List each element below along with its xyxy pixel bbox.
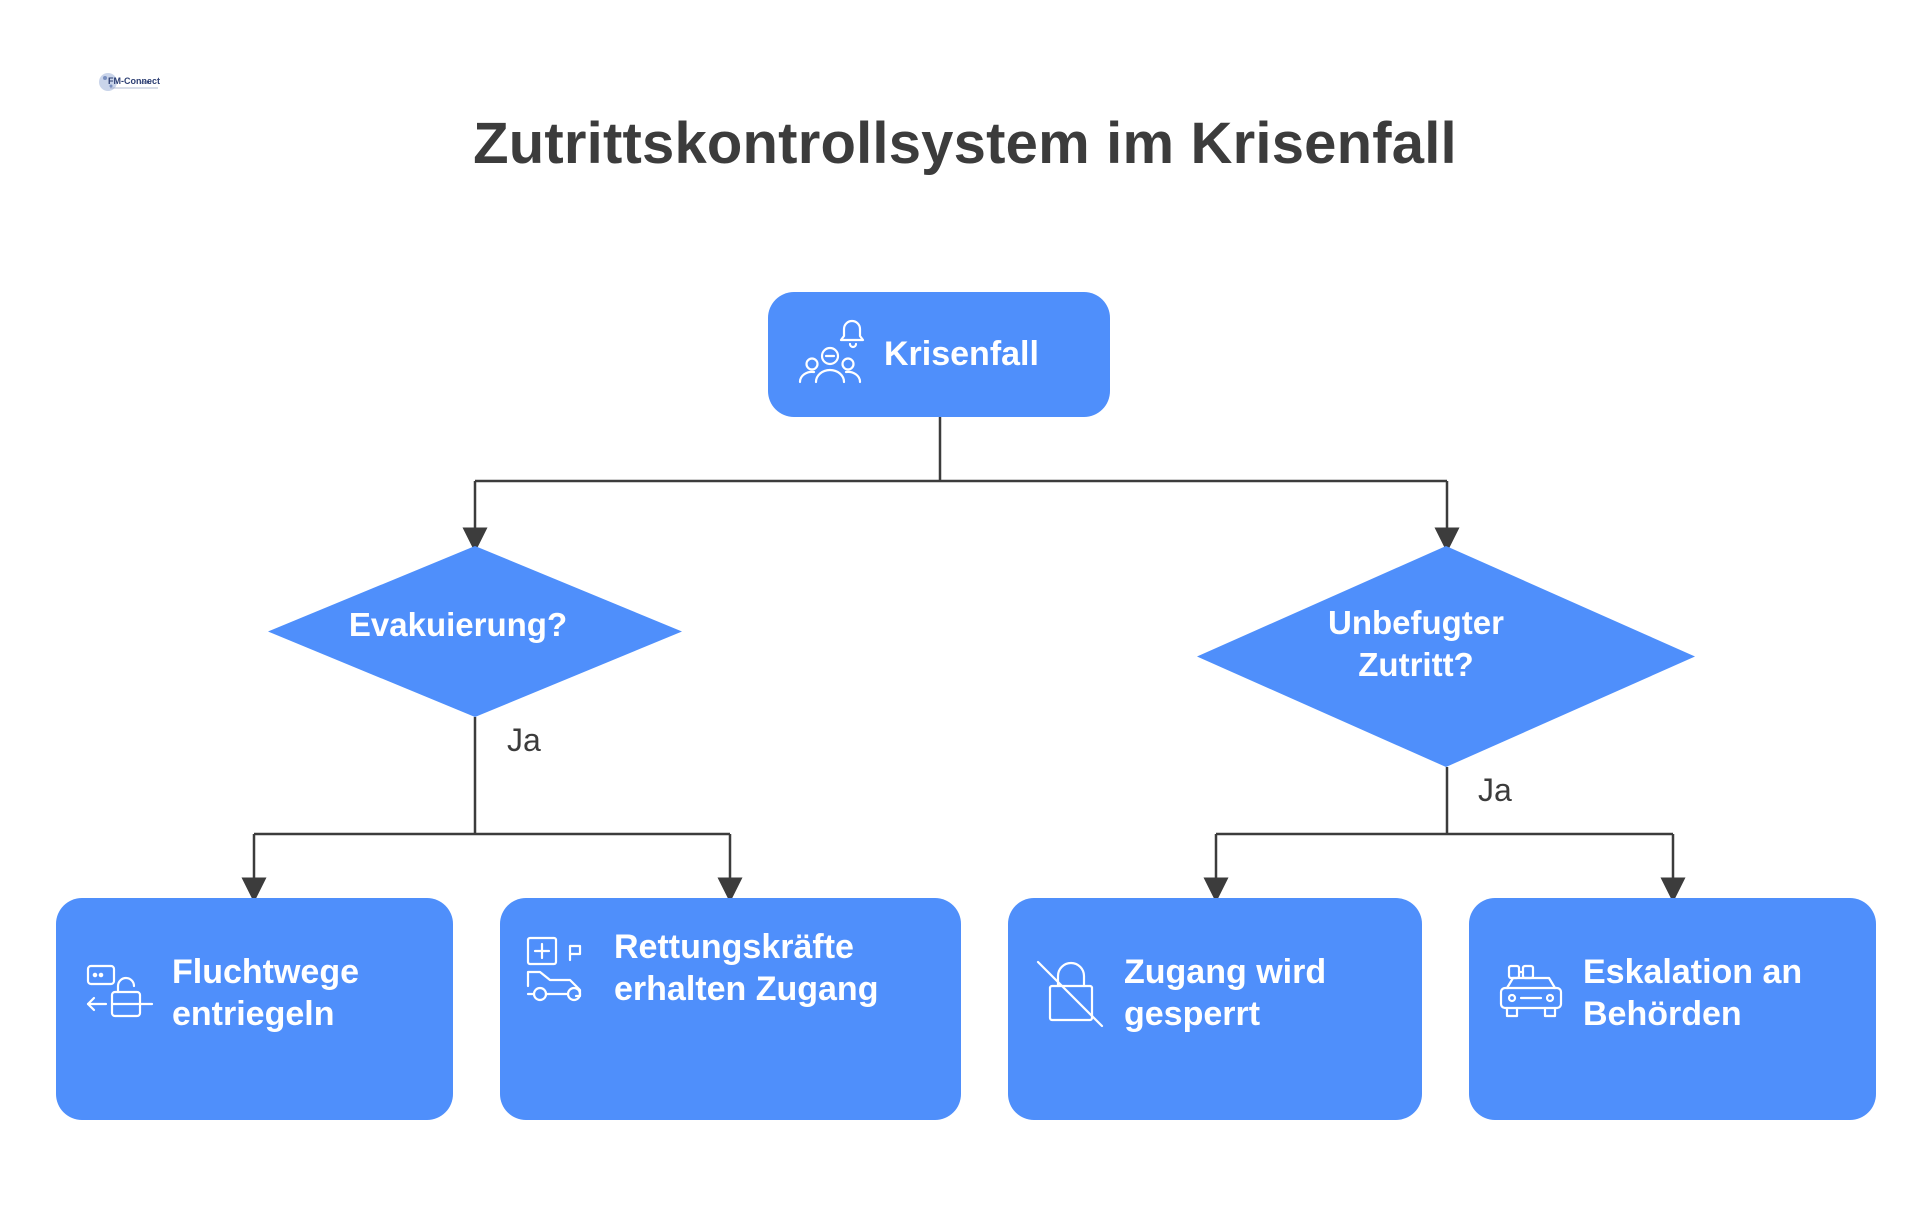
decision-evacuation: Evakuierung? bbox=[268, 546, 682, 717]
outcome-unlock-exits: Fluchtwege entriegeln bbox=[56, 898, 453, 1120]
outcome-escalation: Eskalation an Behörden bbox=[1469, 898, 1876, 1120]
decision-unauthorized: Unbefugter Zutritt? bbox=[1197, 546, 1695, 767]
ambulance-icon bbox=[526, 936, 596, 1011]
alarm-people-icon bbox=[794, 312, 866, 397]
decision-unauthorized-label: Unbefugter Zutritt? bbox=[1328, 604, 1504, 683]
outcome-rescue-access-label: Rettungskräfte erhalten Zugang bbox=[614, 928, 879, 1008]
unlock-exit-icon bbox=[86, 962, 156, 1037]
outcome-rescue-access: Rettungskräfte erhalten Zugang bbox=[500, 898, 961, 1120]
page-title: Zutrittskontrollsystem im Krisenfall bbox=[473, 111, 1457, 176]
edge-label-unauthorized-yes: Ja bbox=[1478, 772, 1512, 808]
svg-text:FM-Connect: FM-Connect bbox=[108, 76, 160, 86]
root-node-label: Krisenfall bbox=[884, 335, 1039, 373]
decision-evacuation-label: Evakuierung? bbox=[348, 606, 568, 643]
svg-text:.com: .com bbox=[140, 80, 151, 86]
edge-label-evacuation-yes: Ja bbox=[507, 722, 541, 758]
outcome-unlock-exits-label: Fluchtwege entriegeln bbox=[172, 953, 360, 1033]
outcome-escalation-label: Eskalation an Behörden bbox=[1583, 953, 1803, 1033]
lock-crossed-icon bbox=[1036, 958, 1106, 1033]
police-car-icon bbox=[1499, 964, 1569, 1031]
outcome-access-blocked-label: Zugang wird gesperrt bbox=[1124, 953, 1327, 1033]
root-node-krisenfall: Krisenfall bbox=[768, 292, 1110, 417]
outcome-access-blocked: Zugang wird gesperrt bbox=[1008, 898, 1422, 1120]
fm-connect-logo: FM-Connect .com bbox=[96, 66, 166, 100]
